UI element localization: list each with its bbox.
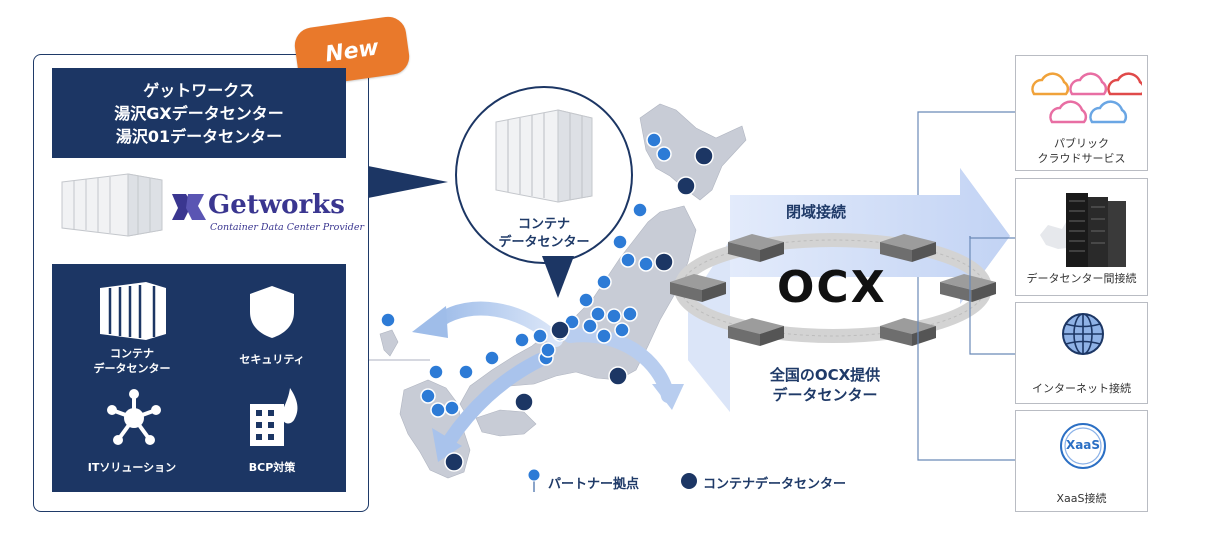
getworks-logo-icon [172, 194, 206, 220]
curve-arrow-down [443, 353, 547, 447]
service-label-container: コンテナ データセンター [93, 347, 171, 375]
legend-container-label: コンテナデータセンター [703, 477, 847, 492]
closed-connection-label: 閉域接続 [785, 203, 846, 221]
container-dc-dot-icon [681, 473, 697, 489]
container-icon [100, 282, 166, 340]
nationwide-dc-label: 全国のOCX提供 データセンター [769, 366, 881, 404]
cloud-icon [1031, 72, 1142, 124]
dc-interconnect-label: データセンター間接続 [1026, 272, 1137, 285]
container-image [61, 173, 163, 237]
network-icon [107, 389, 161, 445]
facility-line2: 湯沢GXデータセンター [114, 103, 284, 123]
partner-pins [380, 132, 672, 418]
zoom-container-image [495, 109, 593, 203]
brand-tagline: Container Data Center Provider [210, 222, 365, 233]
service-label-bcp: BCP対策 [248, 461, 296, 474]
facility-line3: 湯沢01データセンター [115, 126, 283, 146]
zoom-pointer [542, 256, 574, 298]
zoom-label: コンテナ データセンター [498, 217, 590, 250]
internet-box: インターネット接続 [1015, 302, 1148, 404]
building-fire-icon [250, 388, 298, 446]
pointer-arrow [368, 166, 448, 198]
internet-label: インターネット接続 [1032, 382, 1131, 395]
xaas-box: XaaS XaaS接続 [1015, 410, 1148, 512]
router-icons [670, 234, 996, 346]
connector-lines [917, 111, 1015, 461]
legend-partner-label: パートナー拠点 [548, 477, 640, 492]
globe-icon [1062, 313, 1104, 355]
xaas-icon [1060, 423, 1106, 469]
services-box: コンテナ データセンター セキュリティ ITソリューション BCP対策 [52, 264, 346, 492]
ocx-logo: OCX [777, 262, 887, 313]
shield-icon [250, 286, 294, 338]
facility-line1: ゲットワークス [143, 80, 255, 100]
xaas-label: XaaS接続 [1056, 492, 1107, 505]
container-dc-dots [444, 146, 714, 472]
partner-pin-icon [527, 468, 541, 492]
service-label-security: セキュリティ [239, 353, 305, 366]
public-cloud-box: パブリック クラウドサービス [1015, 55, 1148, 171]
service-label-it: ITソリューション [87, 461, 177, 474]
dc-interconnect-box: データセンター間接続 [1015, 178, 1148, 296]
brand-name: Getworks [208, 190, 345, 220]
public-cloud-label: パブリック クラウドサービス [1037, 137, 1126, 165]
xaas-icon-text: XaaS [1065, 438, 1101, 452]
new-badge-label: New [323, 34, 381, 68]
facility-title-box: ゲットワークス 湯沢GXデータセンター 湯沢01データセンター [52, 68, 346, 158]
server-rack-icon [1040, 193, 1126, 267]
